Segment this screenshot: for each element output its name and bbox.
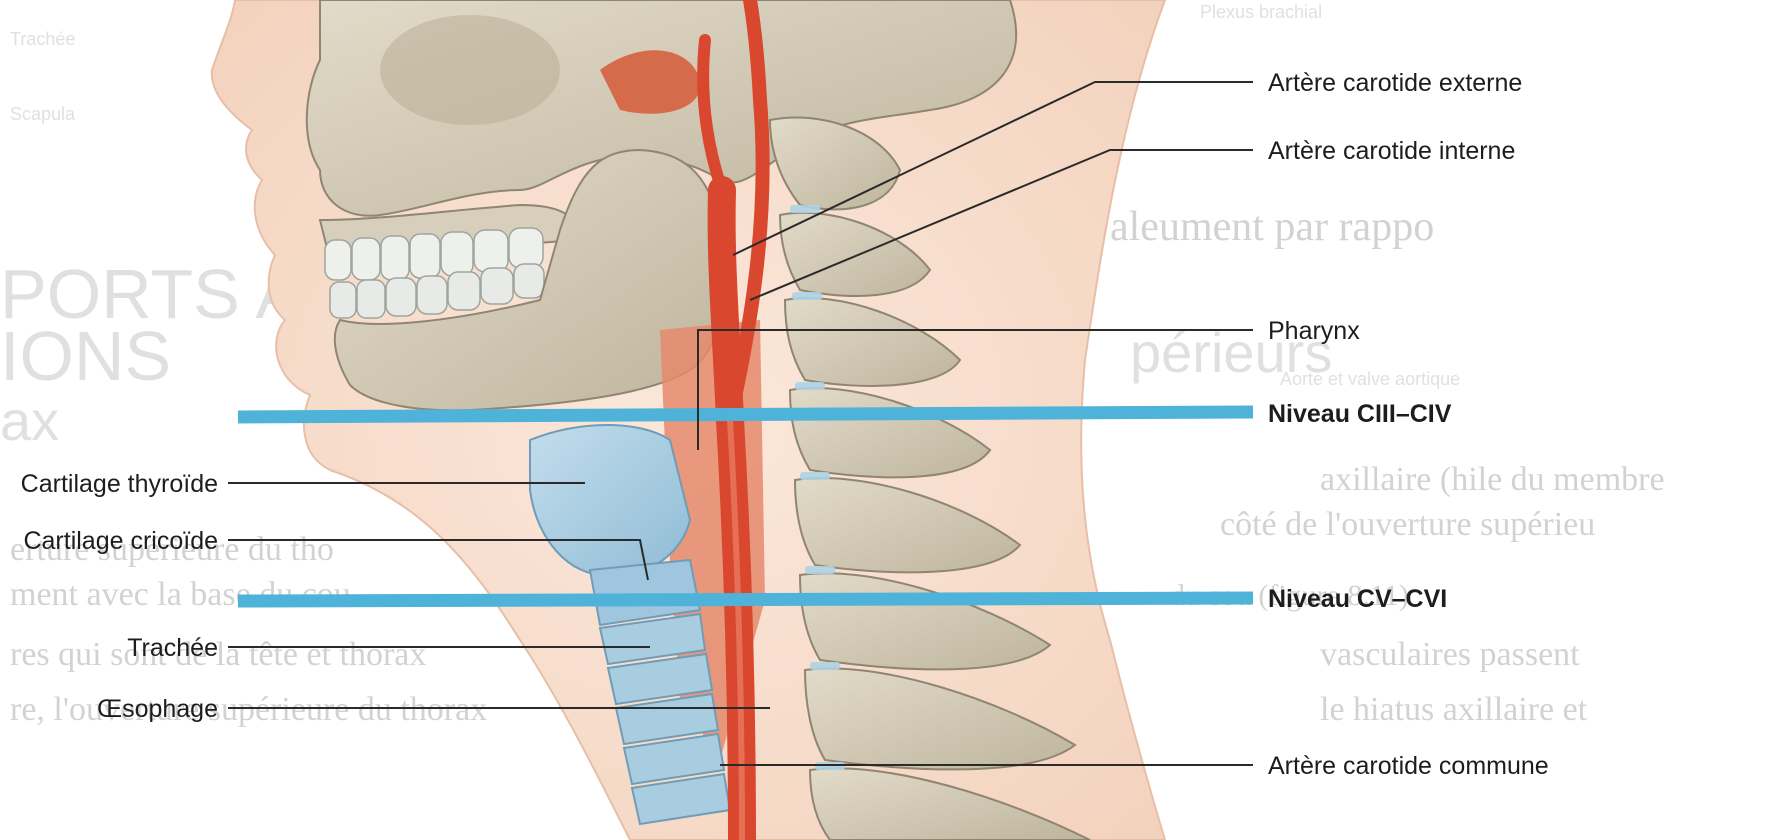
label-carotide-commune: Artère carotide commune xyxy=(1268,752,1549,780)
bleed-text-3: IONS xyxy=(0,317,171,395)
bleed-text-11: res qui sont de la tête et thorax xyxy=(10,636,426,673)
label-niveau-c3-c4: Niveau CIII–CIV xyxy=(1268,400,1452,428)
bleed-text-17: Plexus brachial xyxy=(1200,2,1322,22)
label-carotide-interne: Artère carotide interne xyxy=(1268,137,1515,165)
bleed-text-13: re, l'ouverture supérieure du thorax xyxy=(10,691,487,728)
bleed-text-12: vasculaires passent xyxy=(1320,636,1580,673)
label-niveau-c5-c6: Niveau CV–CVI xyxy=(1268,585,1447,613)
bleed-text-7: côté de l'ouverture supérieu xyxy=(1220,506,1595,543)
orbit-shadow xyxy=(380,15,560,125)
bleed-text-18: Aorte et valve aortique xyxy=(1280,369,1460,389)
bleed-text-16: Scapula xyxy=(10,104,76,124)
label-carotide-externe: Artère carotide externe xyxy=(1268,69,1522,97)
labels-right: Artère carotide externe Artère carotide … xyxy=(1268,69,1549,780)
bleed-text-14: le hiatus axillaire et xyxy=(1320,691,1588,728)
bleed-text-6: axillaire (hile du membre xyxy=(1320,461,1665,498)
label-trachee: Trachée xyxy=(127,634,218,662)
label-cartilage-thyroide: Cartilage thyroïde xyxy=(21,470,218,498)
label-pharynx: Pharynx xyxy=(1268,317,1360,345)
bleed-text-5: ax xyxy=(0,389,59,452)
level-line-c3-c4 xyxy=(238,412,1253,417)
bleed-text-1: aleument par rappo xyxy=(1110,204,1434,250)
label-cartilage-cricoide: Cartilage cricoïde xyxy=(23,527,218,555)
bleed-text-15: Trachée xyxy=(10,29,75,49)
level-line-c5-c6 xyxy=(238,598,1253,601)
label-oesophage: Œsophage xyxy=(97,695,218,723)
